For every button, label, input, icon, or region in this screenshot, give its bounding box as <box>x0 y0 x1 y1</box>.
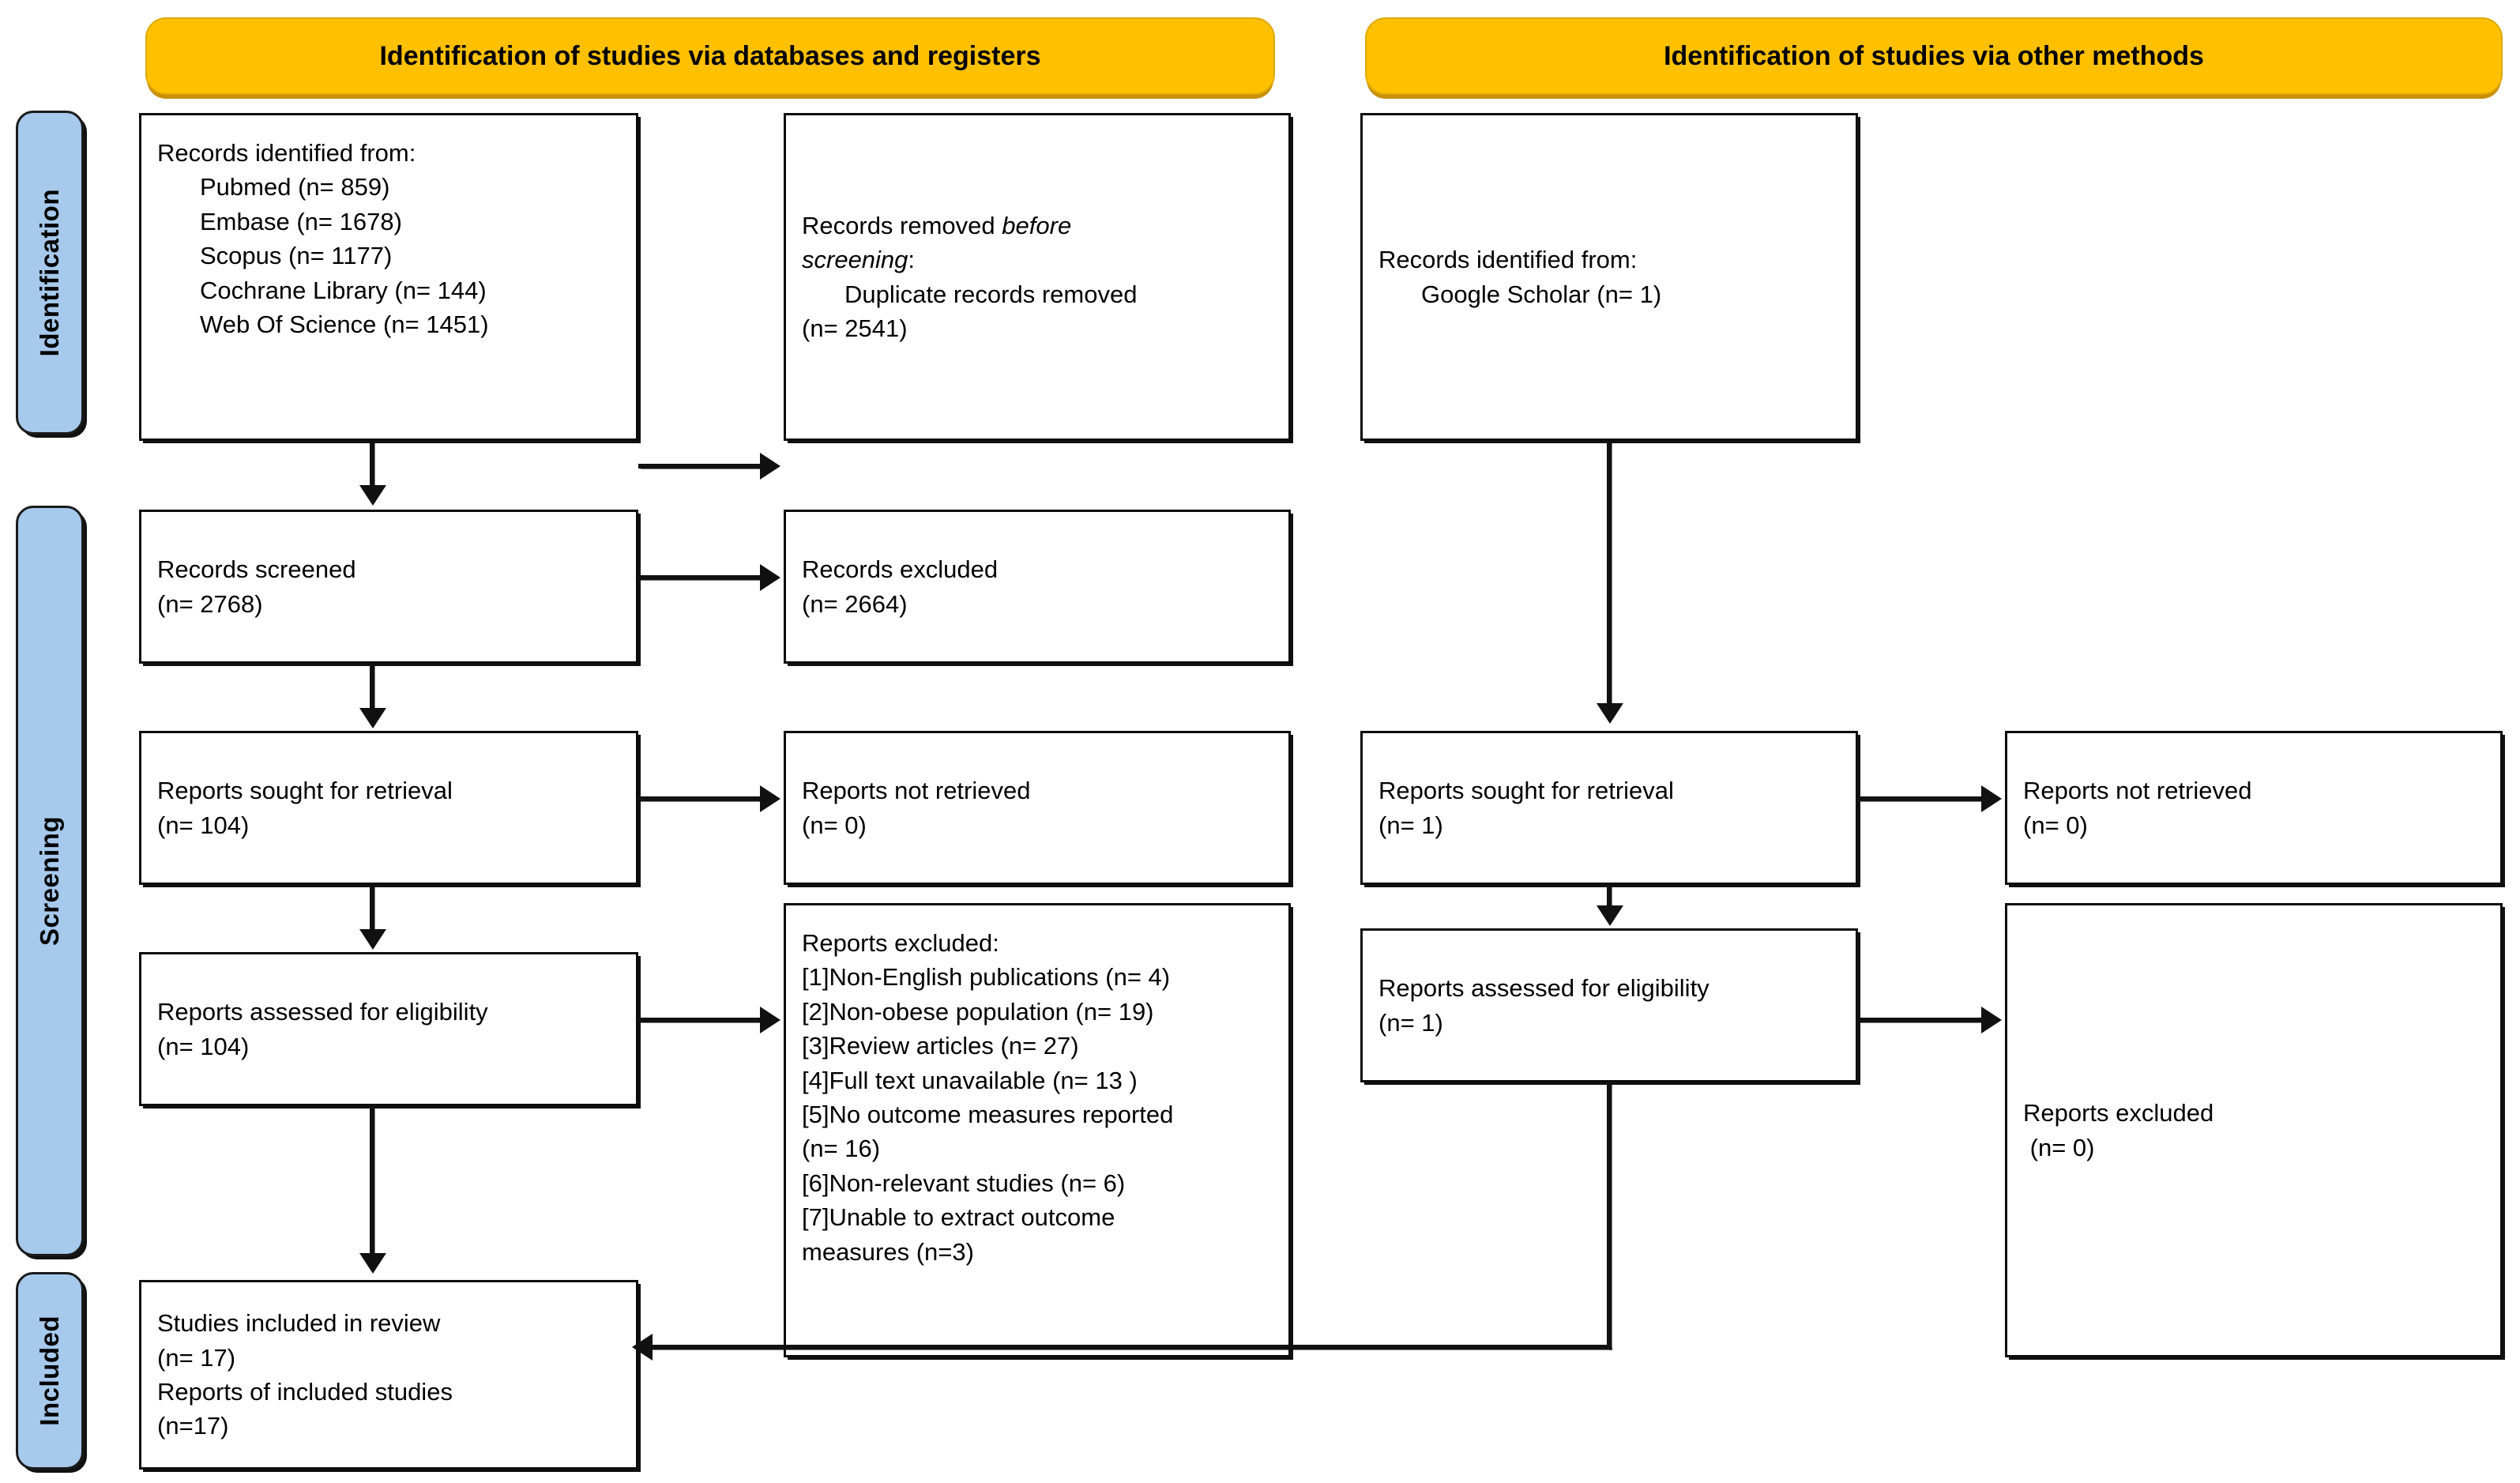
reports-assessed-label: Reports assessed for eligibility <box>157 998 488 1026</box>
arrowhead-other-identified-to-sought <box>1597 703 1623 724</box>
arrowhead-screened-to-sought <box>359 708 386 728</box>
records-identified-other-heading: Records identified from: <box>1378 246 1638 274</box>
box-reports-excluded-detailed: Reports excluded: [1]Non-English publica… <box>784 903 1291 1357</box>
records-excluded-label: Records excluded <box>802 555 999 584</box>
box-records-identified-databases: Records identified from: Pubmed (n= 859)… <box>139 113 638 441</box>
connector-identified-to-removed <box>638 464 763 469</box>
box-studies-included: Studies included in review (n= 17) Repor… <box>139 1280 638 1470</box>
box-reports-assessed-other: Reports assessed for eligibility (n= 1) <box>1360 928 1858 1082</box>
box-records-identified-other: Records identified from: Google Scholar … <box>1360 113 1858 441</box>
exclusion-reason-3: [3]Review articles (n= 27) <box>802 1032 1079 1060</box>
records-removed-heading-line2: screening: <box>802 243 1273 277</box>
records-screened-count: (n= 2768) <box>157 589 263 618</box>
connector-assessed-to-included <box>370 1106 374 1258</box>
reports-assessed-other-label: Reports assessed for eligibility <box>1378 974 1709 1003</box>
duplicate-records-removed: Duplicate records removed <box>844 280 1138 308</box>
box-records-excluded: Records excluded (n= 2664) <box>784 510 1291 664</box>
box-reports-not-retrieved-other: Reports not retrieved (n= 0) <box>2005 731 2503 885</box>
source-scopus: Scopus (n= 1177) <box>200 242 393 270</box>
studies-included-label: Studies included in review <box>157 1309 441 1338</box>
arrowhead-assessed-to-reports-excluded <box>760 1007 780 1033</box>
banner-other-methods-label: Identification of studies via other meth… <box>1664 40 2204 71</box>
exclusion-reason-7-count: measures (n=3) <box>802 1237 974 1266</box>
records-identified-heading: Records identified from: <box>157 139 416 167</box>
reports-sought-count: (n= 104) <box>157 811 250 839</box>
box-records-screened: Records screened (n= 2768) <box>139 510 638 664</box>
studies-included-count: (n= 17) <box>157 1343 236 1372</box>
box-reports-sought-databases: Reports sought for retrieval (n= 104) <box>139 731 638 885</box>
records-removed-heading: Records removed before <box>802 209 1273 243</box>
stage-pill-screening: Screening <box>16 506 84 1256</box>
source-embase: Embase (n= 1678) <box>200 207 402 235</box>
box-reports-not-retrieved-databases: Reports not retrieved (n= 0) <box>784 731 1291 885</box>
connector-other-assessed-down <box>1607 1082 1612 1349</box>
exclusion-reason-2: [2]Non-obese population (n= 19) <box>802 997 1154 1026</box>
exclusion-reason-6: [6]Non-relevant studies (n= 6) <box>802 1169 1126 1197</box>
connector-other-sought-to-not-retrieved <box>1858 796 1984 801</box>
stage-label-screening: Screening <box>35 815 64 947</box>
exclusion-reason-7: [7]Unable to extract outcome <box>802 1203 1115 1232</box>
reports-not-retrieved-other-count: (n= 0) <box>2023 811 2088 839</box>
arrowhead-sought-to-not-retrieved <box>760 785 780 812</box>
arrowhead-assessed-to-included <box>359 1253 386 1274</box>
reports-excluded-other-label: Reports excluded <box>2023 1099 2214 1127</box>
reports-not-retrieved-count: (n= 0) <box>802 811 867 839</box>
exclusion-reason-4: [4]Full text unavailable (n= 13 ) <box>802 1066 1138 1094</box>
exclusion-reason-5-count: (n= 16) <box>802 1135 881 1163</box>
stage-label-identification: Identification <box>35 188 64 357</box>
reports-assessed-count: (n= 104) <box>157 1032 250 1060</box>
arrowhead-other-sought-to-not-retrieved <box>1981 785 2002 812</box>
arrowhead-identified-to-removed <box>760 453 780 480</box>
records-removed-heading-pre: Records removed <box>802 211 1002 239</box>
connector-other-identified-to-sought <box>1607 441 1612 708</box>
arrowhead-other-sought-to-assessed <box>1597 905 1623 926</box>
arrowhead-sought-to-assessed <box>359 929 386 950</box>
stage-pill-included: Included <box>16 1272 84 1470</box>
arrowhead-other-to-included <box>632 1334 653 1361</box>
connector-screened-to-excluded <box>638 575 763 580</box>
connector-other-sought-to-assessed <box>1607 885 1612 910</box>
reports-assessed-other-count: (n= 1) <box>1378 1008 1443 1037</box>
connector-other-to-included-horizontal <box>649 1345 1612 1349</box>
arrowhead-screened-to-excluded <box>760 564 780 591</box>
source-pubmed: Pubmed (n= 859) <box>200 173 390 201</box>
stage-pill-identification: Identification <box>16 111 84 435</box>
reports-excluded-other-count: (n= 0) <box>2023 1133 2095 1161</box>
source-cochrane-library: Cochrane Library (n= 144) <box>200 276 487 304</box>
banner-other-methods: Identification of studies via other meth… <box>1365 17 2503 95</box>
box-reports-excluded-other: Reports excluded (n= 0) <box>2005 903 2503 1357</box>
banner-databases-registers-label: Identification of studies via databases … <box>379 40 1041 71</box>
reports-included-label: Reports of included studies <box>157 1378 453 1406</box>
box-reports-sought-other: Reports sought for retrieval (n= 1) <box>1360 731 1858 885</box>
arrowhead-other-assessed-to-excluded <box>1981 1007 2002 1033</box>
records-screened-label: Records screened <box>157 555 356 584</box>
records-excluded-count: (n= 2664) <box>802 589 908 618</box>
duplicate-records-count: (n= 2541) <box>802 314 908 342</box>
reports-excluded-heading: Reports excluded: <box>802 929 999 957</box>
reports-not-retrieved-label: Reports not retrieved <box>802 777 1031 805</box>
connector-other-assessed-to-excluded <box>1858 1018 1984 1022</box>
connector-sought-to-not-retrieved <box>638 796 763 801</box>
reports-sought-label: Reports sought for retrieval <box>157 777 453 805</box>
records-removed-heading-em2: screening <box>802 246 908 274</box>
records-removed-heading-post: : <box>908 246 916 274</box>
banner-databases-registers: Identification of studies via databases … <box>145 17 1275 95</box>
connector-screened-to-sought <box>370 664 374 713</box>
stage-label-included: Included <box>35 1316 64 1426</box>
connector-sought-to-assessed <box>370 885 374 934</box>
reports-not-retrieved-other-label: Reports not retrieved <box>2023 777 2252 805</box>
records-removed-heading-em1: before <box>1002 211 1072 239</box>
exclusion-reason-5: [5]No outcome measures reported <box>802 1100 1174 1128</box>
exclusion-reason-1: [1]Non-English publications (n= 4) <box>802 963 1171 992</box>
connector-identified-to-screened <box>370 441 374 490</box>
box-reports-assessed-databases: Reports assessed for eligibility (n= 104… <box>139 952 638 1106</box>
source-web-of-science: Web Of Science (n= 1451) <box>200 310 489 338</box>
box-records-removed-before-screening: Records removed before screening: Duplic… <box>784 113 1291 441</box>
connector-assessed-to-reports-excluded <box>638 1018 763 1022</box>
reports-sought-other-count: (n= 1) <box>1378 811 1443 839</box>
arrowhead-identified-to-screened <box>359 485 386 506</box>
reports-included-count: (n=17) <box>157 1412 229 1440</box>
reports-sought-other-label: Reports sought for retrieval <box>1378 777 1674 805</box>
source-google-scholar: Google Scholar (n= 1) <box>1421 280 1662 308</box>
